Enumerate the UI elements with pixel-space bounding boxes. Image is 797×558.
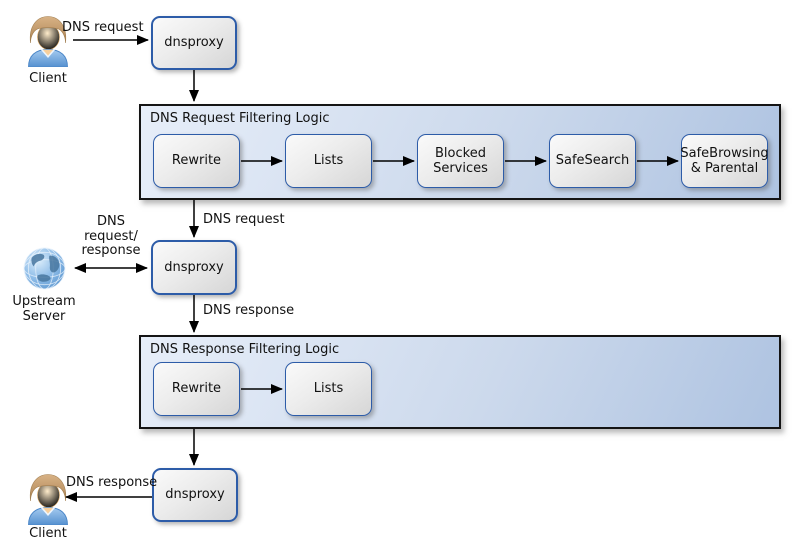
request-filtering-title: DNS Request Filtering Logic (150, 111, 330, 126)
filter-box-safesearch: SafeSearch (549, 134, 636, 188)
filter-box-lists-response-label: Lists (313, 381, 344, 397)
filter-box-rewrite-request: Rewrite (153, 134, 240, 188)
filter-box-blocked-services-label: Blocked Services (433, 145, 488, 176)
edge-label-mid-request: DNS request (203, 212, 285, 227)
dnsproxy-mid-box: dnsproxy (151, 240, 237, 295)
filter-box-blocked-services: Blocked Services (417, 134, 504, 188)
upstream-server-label: Upstream Server (12, 294, 76, 324)
filter-box-rewrite-response-label: Rewrite (171, 381, 222, 397)
dnsproxy-top-box: dnsproxy (151, 16, 237, 70)
filter-box-safesearch-label: SafeSearch (555, 153, 630, 169)
filter-box-safebrowsing: SafeBrowsing & Parental (680, 134, 769, 188)
dnsproxy-bottom-label: dnsproxy (165, 487, 225, 503)
filter-box-safebrowsing-label: SafeBrowsing & Parental (680, 145, 769, 176)
filter-box-lists-request: Lists (285, 134, 372, 188)
client-bottom-person-icon (25, 471, 71, 525)
response-filtering-container: DNS Response Filtering Logic (139, 335, 781, 429)
edge-label-client-request: DNS request (62, 20, 144, 35)
filter-box-lists-request-label: Lists (313, 153, 344, 169)
client-top-label: Client (29, 71, 67, 86)
dnsproxy-top-label: dnsproxy (164, 35, 224, 51)
filter-box-rewrite-response: Rewrite (153, 362, 240, 416)
edge-label-client-response: DNS response (66, 475, 158, 490)
edge-label-upstream: DNS request/ response (81, 214, 141, 259)
response-filtering-title: DNS Response Filtering Logic (150, 342, 340, 357)
filter-box-rewrite-request-label: Rewrite (171, 153, 222, 169)
filter-box-lists-response: Lists (285, 362, 372, 416)
dnsproxy-bottom-box: dnsproxy (152, 468, 238, 522)
dnsproxy-mid-label: dnsproxy (164, 259, 224, 275)
client-bottom-label: Client (29, 526, 67, 541)
upstream-server-globe-icon (22, 246, 67, 291)
edge-label-mid-response: DNS response (203, 303, 295, 318)
